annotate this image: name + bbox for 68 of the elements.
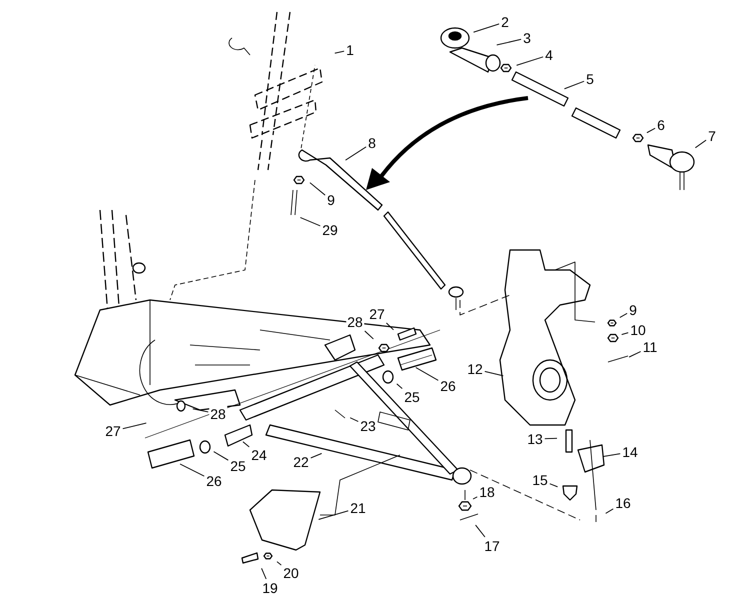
leader-line [334,50,345,54]
callout-number: 9 [628,302,638,318]
leader-line [180,464,205,477]
leader-line [276,561,282,566]
callout-number: 27 [368,306,386,322]
leader-line [602,453,621,457]
callout-number: 4 [544,47,554,63]
leader-line [516,56,544,66]
leader-line [549,483,558,488]
callout-number: 10 [629,322,647,338]
callout-number: 17 [483,538,501,554]
leader-line [694,140,707,148]
callout-number: 28 [209,406,227,422]
leader-line [544,438,558,440]
leader-line [310,182,326,196]
callout-number: 1 [345,42,355,58]
leader-line [472,496,478,500]
leader-line [564,80,585,90]
callout-number: 23 [359,418,377,434]
callout-number: 11 [642,339,658,355]
callout-number: 25 [403,389,421,405]
callout-number: 19 [261,580,279,596]
leader-line [122,422,147,430]
leader-line [242,441,250,448]
leader-line [621,332,629,336]
callout-number: 2 [500,14,510,30]
leader-line [496,38,522,46]
leader-line [396,383,403,389]
leader-line [213,451,229,461]
callout-number: 5 [585,71,595,87]
leader-line [261,568,267,580]
leader-line [386,322,394,330]
leader-line [310,453,322,458]
leader-line [484,370,504,376]
leader-line [300,217,321,226]
callout-number: 16 [614,495,632,511]
callout-number: 6 [656,117,666,133]
callout-number: 7 [707,128,717,144]
callout-number: 20 [282,565,300,581]
leader-line [364,330,374,340]
leader-line [605,508,614,514]
leader-line [415,367,439,381]
leader-line [646,128,656,134]
callout-number: 27 [104,423,122,439]
callout-number: 13 [526,431,544,447]
leader-line [350,417,359,422]
callout-number: 8 [367,135,377,151]
leader-line [192,408,209,412]
leader-line [628,351,642,358]
callout-number: 26 [205,473,223,489]
callout-number: 26 [439,378,457,394]
callout-number: 28 [346,314,364,330]
callout-number: 24 [250,447,268,463]
callout-number: 29 [321,222,339,238]
leader-line [473,23,500,33]
callout-number: 9 [326,192,336,208]
callout-number: 15 [531,472,549,488]
leader-line [318,510,349,520]
callout-number: 18 [478,484,496,500]
leader-line [475,524,486,538]
leader-line [619,312,628,318]
leader-line [345,146,367,161]
callout-number: 22 [292,454,310,470]
callout-number: 12 [466,361,484,377]
callout-number: 21 [349,500,367,516]
callout-number: 25 [229,458,247,474]
callout-number: 14 [621,444,639,460]
callout-number: 3 [522,30,532,46]
